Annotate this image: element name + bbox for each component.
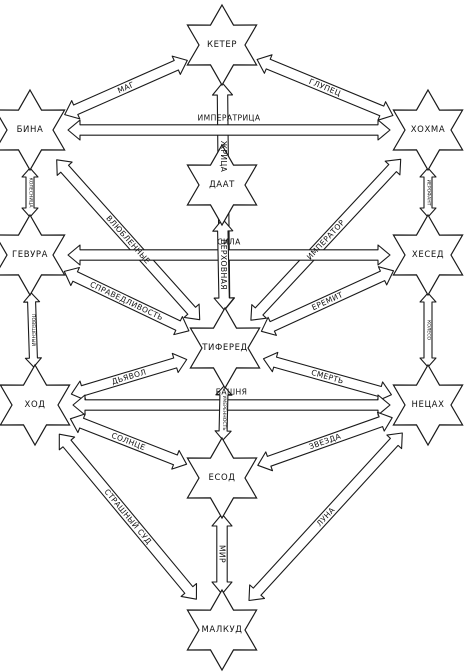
path-label-smert: СМЕРТЬ <box>310 368 345 386</box>
path-label-spravedlivost: СПРАВЕДЛИВОСТЬ <box>89 280 165 323</box>
path-arrow-strashny-sud <box>58 433 198 600</box>
sephira-label-hokhma: ХОХМА <box>411 125 446 135</box>
sephira-label-keter: КЕТЕР <box>207 40 237 50</box>
path-label-koleso: КОЛЕСО <box>426 320 432 340</box>
path-arrow-bashnya <box>72 394 391 416</box>
path-label-strashny-sud: СТРАШНЫЙ СУД <box>102 487 153 546</box>
path-arrow-solntse <box>69 413 188 470</box>
path-label-zvezda: ЗВЕЗДА <box>308 432 343 452</box>
path-arrow-imperatritsa <box>67 119 391 141</box>
sephira-star-netsakh <box>392 363 464 447</box>
path-label-umerennost: УМЕРЕННОСТЬ <box>221 395 227 430</box>
path-arrow-imperator <box>250 158 402 321</box>
path-arrow-zvezda <box>257 411 393 472</box>
path-label-imperatritsa: ИМПЕРАТРИЦА <box>198 114 261 123</box>
path-arrow-mag <box>64 55 188 120</box>
sephira-label-tiferet: ТИФЕРЕД <box>201 343 248 353</box>
sephira-label-malkhut: МАЛКУД <box>202 625 243 635</box>
path-label-sila: СИЛА <box>217 238 241 247</box>
path-label-ierofant: ИЕРОФАНТ <box>426 179 432 205</box>
path-label-dyavol: ДЬЯВОЛ <box>111 367 148 386</box>
path-arrow-vlyublennye <box>56 159 201 321</box>
path-label-mir: МИР <box>218 545 227 563</box>
sephira-star-keter <box>186 3 258 87</box>
path-arrow-smert <box>262 351 392 402</box>
path-label-povesheny: ПОВЕШЕНЫЙ <box>30 314 37 346</box>
sephira-label-daat: ДААТ <box>209 180 235 190</box>
sephira-star-hod <box>0 363 71 447</box>
sephira-label-netsakh: НЕЦАХ <box>412 400 445 410</box>
path-label-verkhovnaya: ВЕРХОВНАЯ <box>219 239 228 290</box>
sephira-star-tiferet <box>189 306 261 390</box>
sephira-label-hod: ХОД <box>25 400 46 410</box>
sephira-label-bina: БИНА <box>17 125 44 135</box>
path-arrow-glupets <box>256 54 394 121</box>
path-label-kolesnitsa: КОЛЕСНИЦА <box>28 177 34 208</box>
path-label-bashnya: БАШНЯ <box>216 388 248 397</box>
sephira-star-hesed <box>392 213 464 297</box>
sephira-star-malkhut <box>186 588 258 672</box>
sephira-label-gevura: ГЕВУРА <box>12 250 48 260</box>
sephira-star-bina <box>0 88 66 172</box>
sephira-label-yesod: ЕСОД <box>208 473 235 483</box>
sephira-label-hesed: ХЕСЕД <box>412 250 444 260</box>
sephirot-layer: КЕТЕР БИНА ХОХМА ДААТ ГЕВУРА ХЕСЕД ТИФЕРЕД ХОД Н… <box>0 3 464 672</box>
path-arrow-eremit <box>260 266 395 336</box>
sephira-star-yesod <box>186 436 258 520</box>
path-arrow-spravedlivost <box>63 266 190 336</box>
path-label-zhritsa: ЖРИЦА <box>219 141 228 173</box>
sephira-star-hokhma <box>392 88 464 172</box>
path-arrow-luna <box>248 432 403 602</box>
sephira-star-daat <box>186 143 258 227</box>
paths-layer <box>21 54 437 602</box>
sephira-star-gevura <box>0 213 66 297</box>
